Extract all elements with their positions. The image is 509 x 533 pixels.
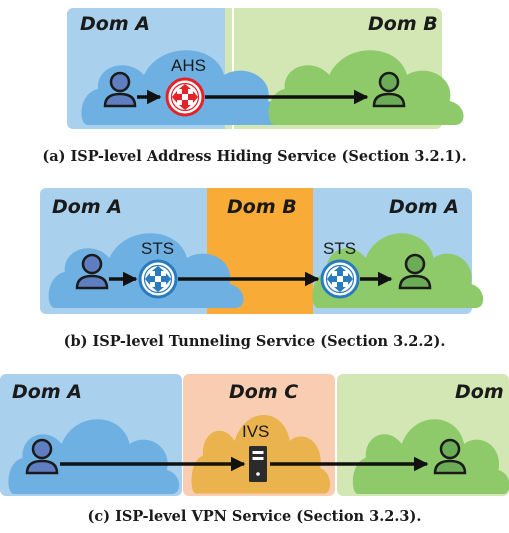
- domain-label: Dom B: [227, 196, 297, 218]
- service-label: STS: [323, 239, 356, 258]
- user-icon: [433, 438, 467, 475]
- user-icon: [25, 438, 59, 475]
- router-icon: [165, 77, 205, 117]
- router-icon: [138, 259, 178, 299]
- panel-c: Dom A Dom C Dom B IVS (c) ISP-level VPN …: [0, 374, 509, 525]
- domain-label: Dom A: [52, 196, 122, 218]
- user-icon: [372, 71, 406, 108]
- caption: (b) ISP-level Tunneling Service (Section…: [64, 333, 446, 350]
- service-label: AHS: [171, 56, 206, 75]
- domain-label: Dom B: [368, 13, 438, 35]
- caption: (c) ISP-level VPN Service (Section 3.2.3…: [88, 508, 422, 525]
- domain-label: Dom A: [80, 13, 150, 35]
- panel-a: Dom A Dom B AHS (a) ISP-level Address Hi…: [42, 8, 467, 165]
- domain-label: Dom B: [455, 381, 509, 403]
- domain-label: Dom A: [12, 381, 82, 403]
- server-icon: [249, 446, 267, 482]
- user-icon: [103, 71, 137, 108]
- user-icon: [75, 253, 109, 290]
- caption: (a) ISP-level Address Hiding Service (Se…: [42, 148, 466, 165]
- service-label: IVS: [242, 422, 269, 441]
- domain-label: Dom A: [389, 196, 459, 218]
- domain-label: Dom C: [229, 381, 298, 403]
- service-label: STS: [141, 239, 174, 258]
- user-icon: [398, 253, 432, 290]
- panel-b: Dom A Dom B Dom A STS STS (b) ISP-level …: [40, 188, 484, 350]
- router-icon: [320, 259, 360, 299]
